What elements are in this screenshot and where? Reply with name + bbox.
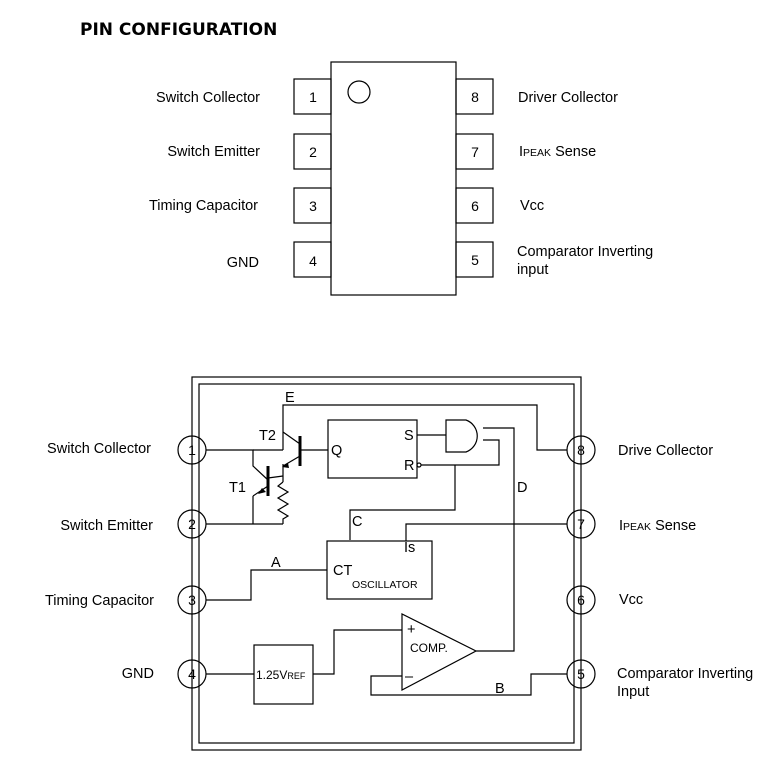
block-pin-3: 3 Timing Capacitor (45, 585, 207, 615)
t1-label: T1 (229, 480, 246, 496)
node-e-label: E (285, 390, 295, 406)
pin-number: 3 (188, 592, 196, 608)
and-gate-icon (445, 419, 478, 453)
pin-number: 2 (188, 516, 196, 532)
ic-package (330, 61, 457, 296)
flip-flop-block: Q S R (327, 419, 422, 479)
pin-label: Driver Collector (518, 90, 618, 106)
pin-number: 7 (577, 516, 585, 532)
block-pin-2: 2 Switch Emitter (60, 509, 207, 539)
block-pin-8: 8 Drive Collector (566, 435, 713, 465)
oscillator-label: OSCILLATOR (352, 579, 418, 591)
s-input-label: S (404, 428, 414, 444)
transistor-t1: T1 (229, 466, 284, 496)
pin-number: 3 (309, 198, 317, 214)
q-output-label: Q (331, 443, 342, 459)
section-heading: PIN CONFIGURATION (80, 20, 277, 40)
reference-block: 1.25VREF (253, 644, 314, 705)
node-d-label: D (517, 480, 527, 496)
block-pin-1: 1 Switch Collector (47, 435, 207, 465)
transistor-t2: T2 (259, 428, 302, 468)
pin1-marker-icon (347, 80, 371, 104)
comp-minus-label: – (405, 669, 414, 685)
is-label: Is (404, 540, 415, 556)
node-a-label: A (271, 555, 281, 571)
node-b-label: B (495, 681, 505, 697)
pin-label-line1: Comparator Inverting (617, 666, 753, 682)
emitter-arrow-icon (282, 463, 289, 468)
pin-label: Switch Emitter (60, 518, 153, 534)
pin-number: 5 (471, 252, 479, 268)
package-pin-3: 3 Timing Capacitor (149, 187, 332, 224)
r-input-label: R (404, 458, 414, 474)
pin-label: Vcc (619, 592, 643, 608)
package-pin-4: 4 GND (227, 241, 332, 278)
comparator-block: + – COMP. (401, 613, 478, 691)
pin-label: IPEAK Sense (619, 518, 696, 534)
reference-label: 1.25VREF (256, 668, 306, 682)
package-pin-7: 7 IPEAK Sense (455, 133, 596, 170)
package-pin-6: 6 Vcc (455, 187, 544, 224)
block-pin-6: 6 Vcc (566, 585, 643, 615)
comp-label: COMP. (410, 641, 448, 655)
resistor-icon (276, 481, 290, 524)
node-c-label: C (352, 514, 362, 530)
package-pin-1: 1 Switch Collector (156, 78, 332, 115)
r-inversion-bubble-icon (416, 462, 422, 468)
emitter-arrow-icon (258, 488, 266, 494)
package-pin-2: 2 Switch Emitter (167, 133, 332, 170)
pin-number: 7 (471, 144, 479, 160)
block-pin-7: 7 IPEAK Sense (566, 509, 696, 539)
package-pin-8: 8 Driver Collector (455, 78, 618, 115)
package-pin-5: 5 Comparator Inverting input (455, 241, 653, 278)
pin-number: 4 (188, 666, 196, 682)
t2-label: T2 (259, 428, 276, 444)
pin-number: 6 (471, 198, 479, 214)
pin-number: 8 (471, 89, 479, 105)
pin-label: Drive Collector (618, 443, 713, 459)
pin-number: 6 (577, 592, 585, 608)
pin-label: Timing Capacitor (149, 198, 258, 214)
oscillator-block: CT Is OSCILLATOR (326, 540, 433, 600)
circuit-wiring (206, 404, 567, 696)
pin-number: 4 (309, 253, 317, 269)
pin-number: 2 (309, 144, 317, 160)
pin-number: 5 (577, 666, 585, 682)
pin-label: Switch Emitter (167, 144, 260, 160)
pin-number: 8 (577, 442, 585, 458)
pin-label-line2: input (517, 262, 548, 278)
pin-label-line1: Comparator Inverting (517, 244, 653, 260)
pin-label: Switch Collector (156, 90, 260, 106)
pin-label: Switch Collector (47, 441, 151, 457)
comp-plus-label: + (407, 622, 415, 638)
ct-label: CT (333, 563, 352, 579)
block-diagram-border (191, 376, 582, 751)
pin-label: GND (227, 255, 259, 271)
block-pin-4: 4 GND (122, 659, 207, 689)
pin-number: 1 (188, 442, 196, 458)
pin-label: GND (122, 666, 154, 682)
pin-number: 1 (309, 89, 317, 105)
pin-label-line2: Input (617, 684, 649, 700)
pin-label: IPEAK Sense (519, 144, 596, 160)
pin-label: Vcc (520, 198, 544, 214)
block-pin-5: 5 Comparator Inverting Input (566, 659, 753, 700)
pin-label: Timing Capacitor (45, 593, 154, 609)
